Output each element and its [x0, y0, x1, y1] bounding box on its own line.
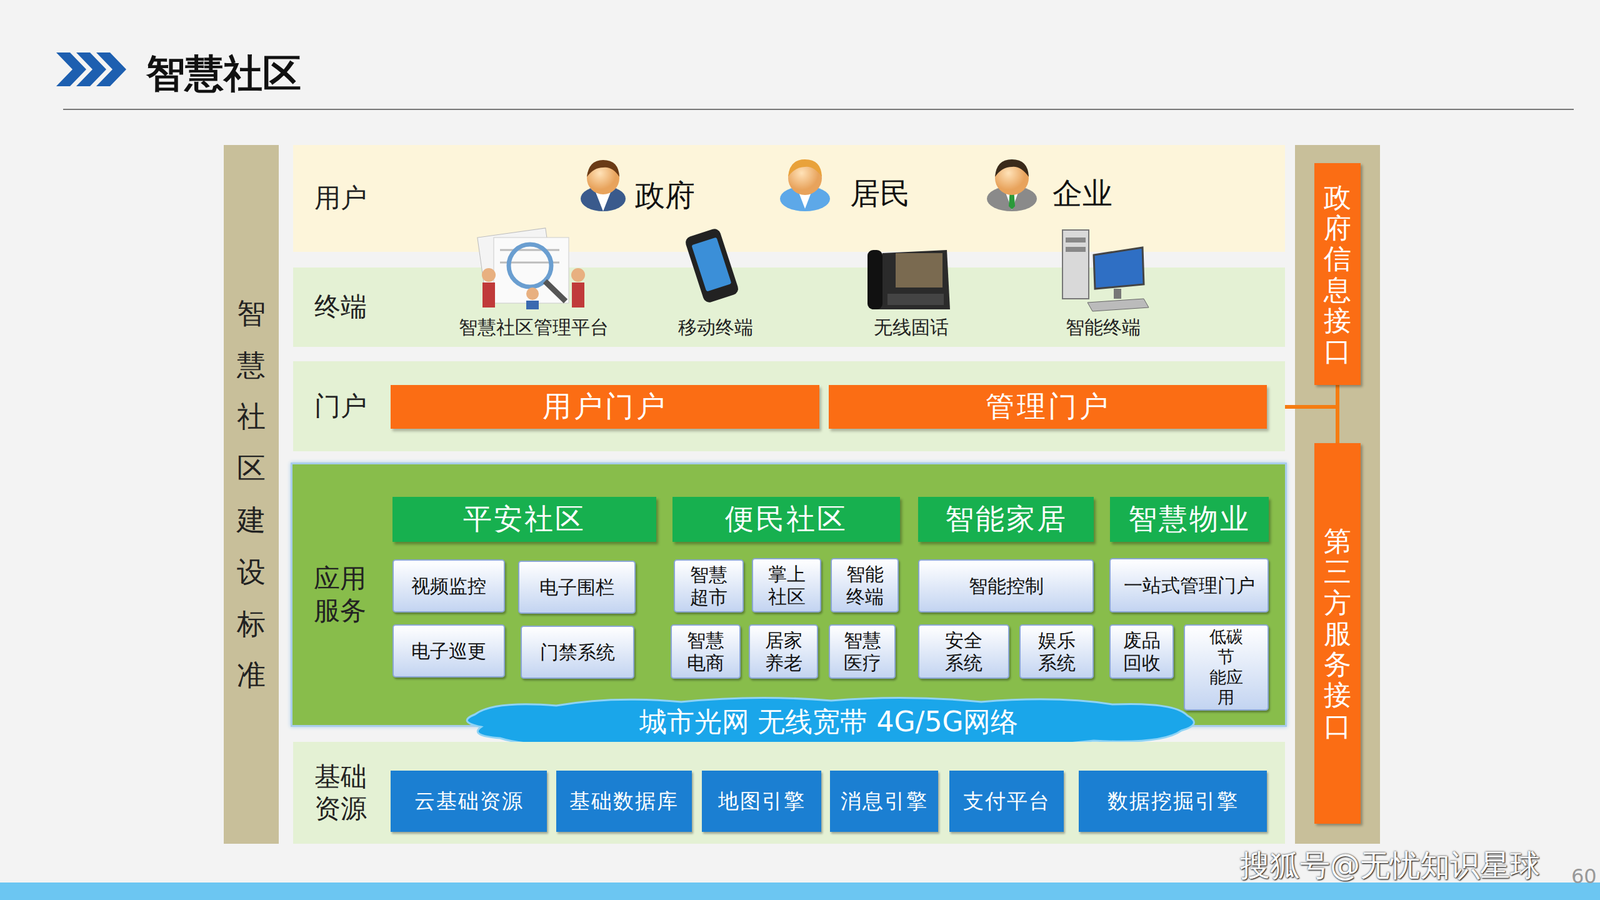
node-text: 应用 服务 [313, 563, 370, 627]
layer-band: 用户 [293, 145, 1285, 252]
node-text: 智慧 电商 [685, 629, 727, 675]
terminal-label: 无线固话 [873, 315, 949, 341]
service-box: 掌上 社区 [751, 558, 822, 613]
service-box: 一站式管理门户 [1109, 558, 1269, 613]
service-box: 娱乐 系统 [1019, 624, 1094, 679]
network-cloud: 城市光网 无线宽带 4G/5G网络 [456, 695, 1202, 749]
user-label: 企业 [1052, 173, 1113, 214]
resource-box: 支付平台 [949, 770, 1064, 832]
node-text: 消息引擎 [840, 787, 929, 816]
group-header: 平安社区 [392, 496, 657, 542]
node-text: 智慧 超市 [688, 563, 730, 609]
node-text: 智能家居 [945, 500, 1068, 539]
group-header: 智慧物业 [1110, 496, 1269, 542]
node-text: 视频监控 [411, 575, 487, 598]
layer-band: 应用 服务平安社区视频监控电子围栏电子巡更门禁系统便民社区智慧 超市掌上 社区智… [290, 462, 1287, 727]
node-text: 基础数据库 [569, 787, 679, 816]
node-text: 娱乐 系统 [1036, 629, 1078, 675]
node-text: 废品 回收 [1121, 629, 1163, 675]
service-box: 智慧 超市 [673, 559, 744, 613]
node-text: 城市光网 无线宽带 4G/5G网络 [639, 703, 1019, 741]
interface-box: 政府信息接口 [1314, 163, 1361, 385]
node-text: 云基础资源 [414, 787, 524, 816]
service-box: 安全 系统 [918, 624, 1010, 679]
group-header: 智能家居 [918, 496, 1094, 542]
layer-band: 门户 用户门户 管理门户 [293, 361, 1285, 452]
node-text: 一站式管理门户 [1123, 574, 1255, 597]
portal-bar: 管理门户 [828, 385, 1267, 429]
service-box: 低碳节 能应用 [1183, 624, 1269, 711]
node-text: 居家 养老 [763, 629, 805, 675]
terminal-label: 智能终端 [1065, 315, 1141, 341]
service-box: 智慧 电商 [670, 624, 741, 679]
service-box: 电子巡更 [392, 624, 505, 678]
user-label: 居民 [850, 173, 910, 214]
node-text: 智慧 医疗 [841, 629, 884, 675]
node-text: 用户门户 [542, 387, 668, 427]
service-box: 居家 养老 [748, 624, 819, 679]
terminal-label: 移动终端 [678, 315, 754, 341]
slide-title: 智慧社区 [146, 47, 302, 100]
interface-box: 第三方服务接口 [1314, 443, 1361, 824]
node-text: 安全 系统 [943, 629, 985, 675]
node-text: 基础 资源 [314, 761, 371, 825]
node-text: 掌上 社区 [766, 563, 808, 609]
layer-band: 基础 资源 云基础资源 基础数据库 地图引擎 消息引擎 支付平台 数据挖掘引擎 [293, 741, 1285, 844]
node-text: 电子巡更 [411, 640, 487, 663]
node-text: 智能 终端 [844, 563, 886, 609]
title-chevrons [56, 52, 127, 87]
node-text: 政府信息接口 [1323, 181, 1352, 367]
watermark: 搜狐号@无忧知识星球 [1240, 845, 1540, 886]
service-box: 废品 回收 [1109, 624, 1174, 679]
resource-box: 消息引擎 [830, 770, 939, 832]
resource-box: 云基础资源 [390, 770, 547, 832]
service-box: 视频监控 [392, 559, 505, 613]
node-text: 智慧物业 [1128, 500, 1251, 539]
node-text: 智慧社区建设标准 [236, 287, 266, 702]
title-rule [63, 108, 1574, 110]
resource-box: 数据挖掘引擎 [1078, 770, 1267, 832]
resource-box: 基础数据库 [556, 770, 692, 832]
node-text: 管理门户 [985, 387, 1111, 427]
resource-box: 地图引擎 [701, 770, 822, 832]
node-text: 平安社区 [463, 500, 586, 539]
node-text: 地图引擎 [718, 787, 806, 816]
service-box: 智慧 医疗 [828, 624, 896, 679]
terminal-label: 智慧社区管理平台 [458, 315, 609, 341]
standard-band: 智慧社区建设标准 [223, 145, 279, 844]
user-label: 政府 [635, 175, 695, 216]
node-text: 智能控制 [968, 575, 1044, 598]
node-text: 低碳节 能应用 [1207, 626, 1245, 709]
service-box: 智能 终端 [830, 558, 899, 613]
portal-bar: 用户门户 [390, 385, 820, 429]
node-text: 门禁系统 [540, 641, 615, 664]
node-text: 便民社区 [725, 500, 848, 539]
node-text: 用户 [314, 182, 367, 214]
right-band [1295, 145, 1380, 844]
service-box: 门禁系统 [520, 625, 635, 679]
node-text: 门户 [314, 390, 367, 422]
node-text: 电子围栏 [539, 576, 615, 599]
group-header: 便民社区 [672, 496, 900, 542]
service-box: 电子围栏 [518, 560, 636, 614]
node-text: 终端 [314, 291, 367, 323]
node-text: 第三方服务接口 [1323, 525, 1352, 742]
bottom-bar [0, 882, 1600, 900]
service-box: 智能控制 [918, 559, 1094, 613]
node-text: 支付平台 [963, 787, 1051, 816]
page-number: 60 [1571, 864, 1597, 889]
node-text: 数据挖掘引擎 [1107, 787, 1239, 816]
